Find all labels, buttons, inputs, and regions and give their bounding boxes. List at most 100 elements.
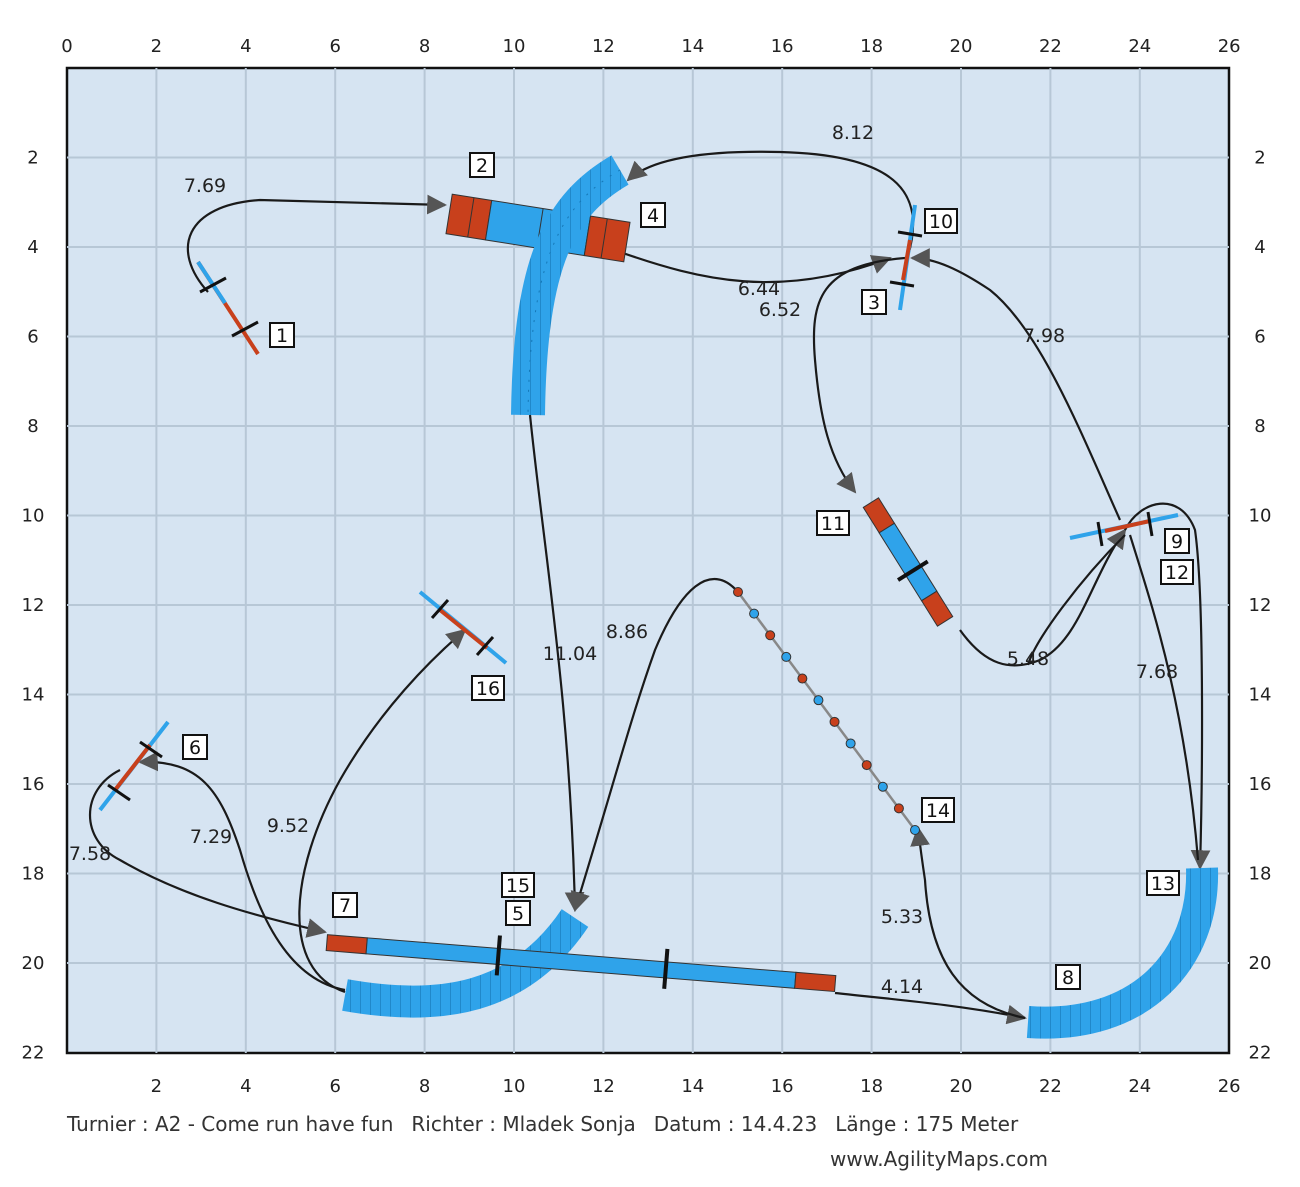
path-15-16 — [298, 628, 467, 994]
y-tick-right: 10 — [1249, 506, 1272, 527]
distance-label: 7.68 — [1136, 661, 1178, 683]
x-tick-top: 4 — [240, 36, 251, 57]
svg-text:12: 12 — [1165, 562, 1189, 584]
distance-labels: 7.698.126.446.527.985.487.6811.048.869.5… — [69, 122, 1178, 998]
y-tick-right: 6 — [1254, 327, 1265, 348]
tunnel-5-15 — [342, 908, 589, 1018]
svg-text:5: 5 — [512, 903, 524, 925]
x-tick-bottom: 10 — [503, 1076, 526, 1097]
obstacle-number-6: 6 — [182, 734, 208, 760]
field — [65, 66, 1231, 1055]
obstacle-number-12: 12 — [1160, 559, 1194, 585]
svg-text:8: 8 — [1062, 967, 1074, 989]
obstacle-number-1: 1 — [269, 322, 295, 348]
svg-text:4: 4 — [647, 205, 659, 227]
x-tick-bottom: 26 — [1218, 1076, 1241, 1097]
distance-label: 7.98 — [1023, 325, 1065, 347]
aframe-11 — [862, 497, 954, 627]
distance-label: 7.69 — [184, 175, 226, 197]
x-tick-bottom: 6 — [329, 1076, 340, 1097]
weave-pole — [845, 738, 856, 749]
y-tick-left: 14 — [22, 685, 45, 706]
x-tick-top: 24 — [1128, 36, 1151, 57]
weave-pole — [893, 803, 904, 814]
grid — [67, 68, 1229, 1053]
x-tick-bottom: 12 — [592, 1076, 615, 1097]
svg-text:1: 1 — [276, 325, 288, 347]
path-6-7 — [88, 769, 327, 938]
jump-6 — [98, 720, 170, 812]
svg-text:7: 7 — [339, 895, 351, 917]
y-tick-left: 18 — [22, 864, 45, 885]
obstacle-number-11: 11 — [816, 510, 850, 536]
obstacle-number-8: 8 — [1055, 964, 1081, 990]
obstacle-number-7: 7 — [332, 892, 358, 918]
path-1-2 — [186, 194, 447, 293]
obstacle-number-15: 15 — [501, 872, 535, 898]
y-tick-right: 22 — [1249, 1043, 1272, 1064]
x-tick-top: 14 — [681, 36, 704, 57]
weave-pole — [861, 760, 872, 771]
y-tick-right: 16 — [1249, 774, 1272, 795]
y-tick-left: 8 — [27, 416, 38, 437]
jump-16 — [418, 590, 508, 665]
path-5-6 — [138, 751, 346, 992]
y-tick-left: 20 — [22, 953, 45, 974]
laenge-text: Länge : 175 Meter — [835, 1112, 1019, 1136]
y-tick-right: 4 — [1254, 237, 1265, 258]
svg-text:3: 3 — [868, 292, 880, 314]
x-tick-bottom: 8 — [419, 1076, 430, 1097]
obstacle-number-2: 2 — [469, 152, 495, 178]
x-tick-top: 22 — [1039, 36, 1062, 57]
x-tick-bottom: 22 — [1039, 1076, 1062, 1097]
x-tick-top: 18 — [860, 36, 883, 57]
path-14-15 — [570, 578, 739, 912]
x-tick-top: 20 — [950, 36, 973, 57]
svg-text:10: 10 — [929, 211, 953, 233]
path-8-9-aux — [1026, 534, 1126, 666]
distance-label: 7.58 — [69, 843, 111, 865]
path-11-12 — [959, 528, 1127, 667]
y-tick-left: 22 — [22, 1043, 45, 1064]
path-8-14 — [910, 826, 1026, 1020]
jump-1 — [196, 260, 260, 356]
weave-pole — [733, 587, 743, 597]
distance-label: 8.86 — [606, 621, 648, 643]
y-tick-right: 14 — [1249, 685, 1272, 706]
website-text: www.AgilityMaps.com — [830, 1147, 1049, 1171]
x-tick-top: 12 — [592, 36, 615, 57]
path-12-13 — [1124, 502, 1211, 870]
y-tick-left: 10 — [22, 506, 45, 527]
distance-label: 8.12 — [832, 122, 874, 144]
datum-text: Datum : 14.4.23 — [653, 1112, 818, 1136]
path-7-8 — [834, 991, 1027, 1025]
weave-pole — [749, 608, 760, 619]
x-tick-bottom: 4 — [240, 1076, 251, 1097]
svg-text:14: 14 — [926, 800, 950, 822]
distance-label: 9.52 — [267, 815, 309, 837]
weave-pole — [797, 673, 808, 684]
y-tick-left: 16 — [22, 774, 45, 795]
x-tick-bottom: 16 — [771, 1076, 794, 1097]
richter-text: Richter : Mladek Sonja — [411, 1112, 636, 1136]
y-tick-right: 20 — [1249, 953, 1272, 974]
weave-14 — [733, 587, 920, 835]
distance-label: 6.52 — [759, 299, 801, 321]
x-tick-top: 0 — [61, 36, 72, 57]
path-9-10 — [910, 248, 1122, 521]
y-tick-left: 2 — [27, 148, 38, 169]
distance-label: 7.29 — [190, 826, 232, 848]
y-tick-right: 8 — [1254, 416, 1265, 437]
jump-9-12 — [1069, 511, 1179, 547]
course-path — [88, 150, 1211, 1025]
weave-pole — [813, 695, 824, 706]
x-tick-top: 10 — [503, 36, 526, 57]
obstacle-number-9: 9 — [1164, 528, 1190, 554]
weave-pole — [877, 781, 888, 792]
x-tick-top: 6 — [329, 36, 340, 57]
obstacle-number-3: 3 — [861, 289, 887, 315]
